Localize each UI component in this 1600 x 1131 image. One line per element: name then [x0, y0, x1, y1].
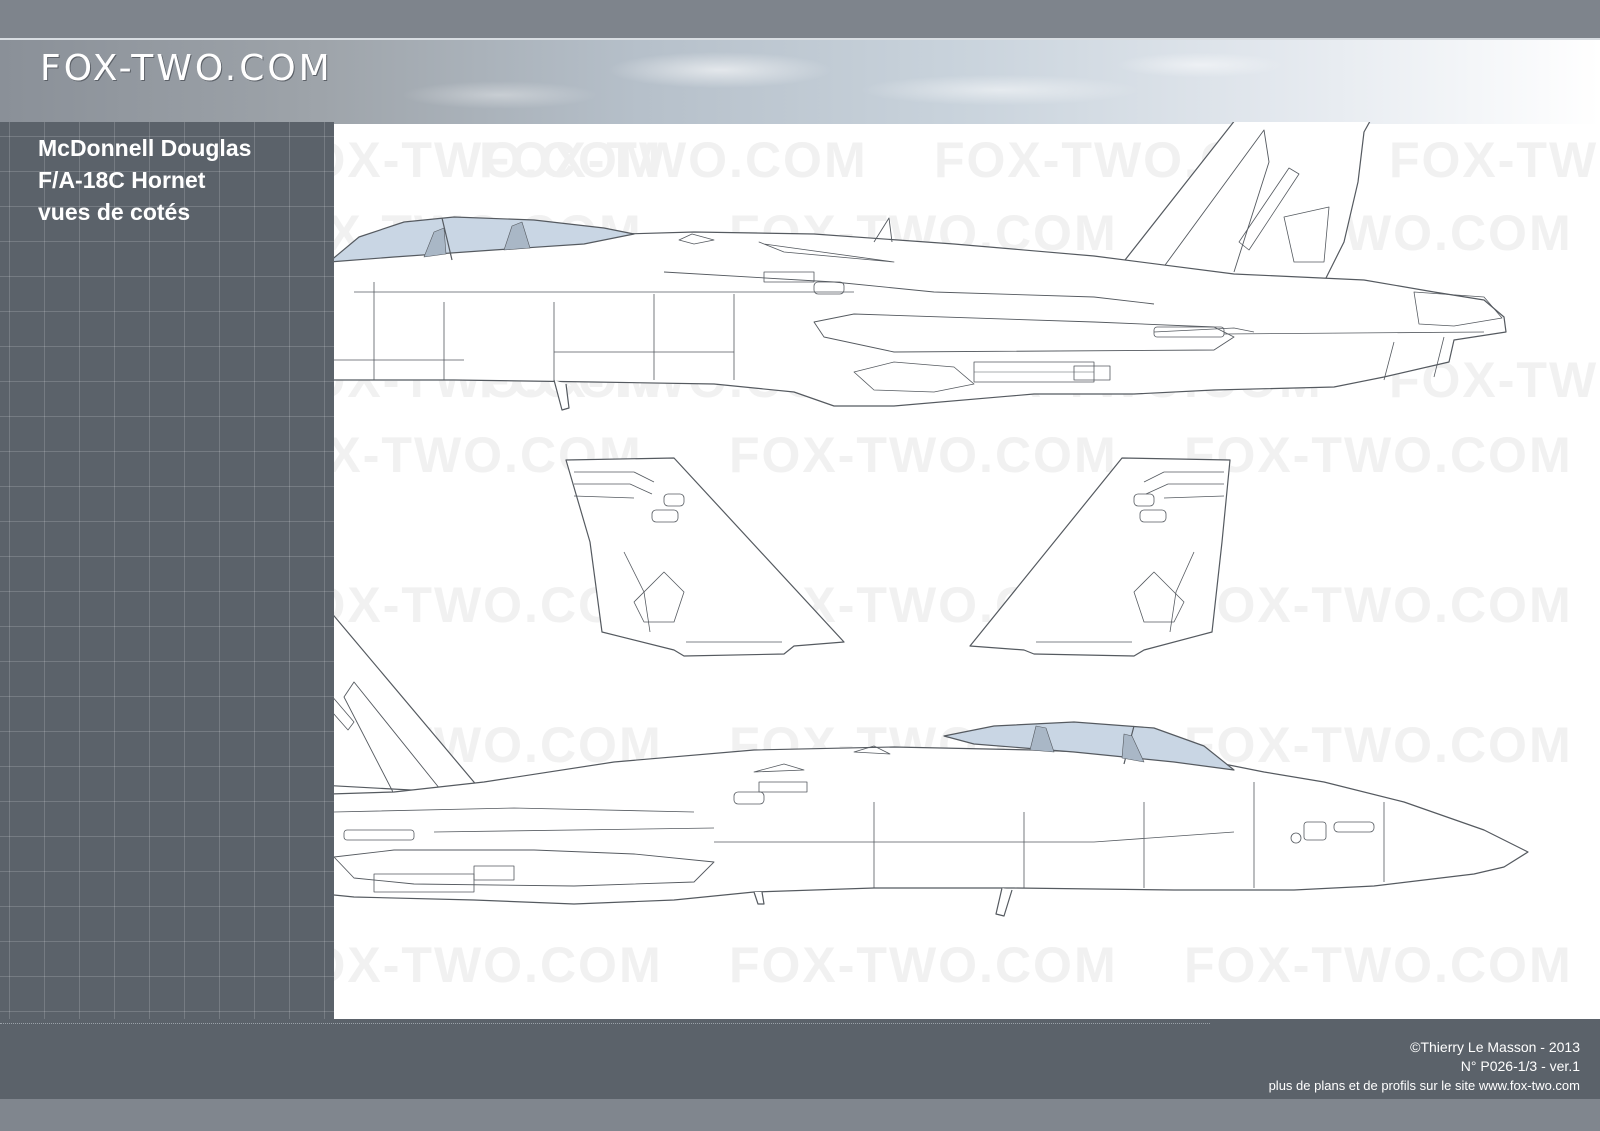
top-bar — [0, 0, 1600, 38]
title-model: F/A-18C Hornet — [38, 167, 206, 193]
blueprint-drawing: FOX-TWO.COM FOX-TWO.COM FOX-TWO.COM FOX-… — [334, 122, 1600, 993]
title-manufacturer: McDonnell Douglas — [38, 135, 252, 161]
jet-side-view-right — [334, 614, 1529, 917]
stabilizer-icon-right — [969, 457, 1231, 657]
header-banner: FOX-TWO.COM — [0, 38, 1600, 124]
grid-panel — [0, 122, 334, 1019]
title-view: vues de cotés — [38, 199, 191, 225]
tail-detail-left — [565, 457, 845, 657]
svg-text:FOX-TWO.COM: FOX-TWO.COM — [479, 132, 868, 188]
copyright-text: ©Thierry Le Masson - 2013 — [1410, 1039, 1580, 1055]
svg-text:FOX-TWO.COM: FOX-TWO.COM — [1184, 937, 1573, 993]
footer-divider — [0, 1023, 1210, 1024]
canopy-icon — [334, 216, 635, 263]
tail-icon — [1113, 122, 1371, 283]
jet-side-view-left — [334, 122, 1507, 411]
svg-text:FOX-TWO.COM: FOX-TWO.COM — [1184, 427, 1573, 483]
bottom-strip — [0, 1099, 1600, 1131]
tail-detail-right — [969, 457, 1231, 657]
svg-text:FOX-TWO.COM: FOX-TWO.COM — [1184, 577, 1573, 633]
svg-text:FOX-TWO.COM: FOX-TWO.COM — [334, 937, 663, 993]
sky-background — [300, 40, 1400, 124]
svg-text:FOX-TWO.COM: FOX-TWO.COM — [729, 937, 1118, 993]
site-logo[interactable]: FOX-TWO.COM — [40, 48, 333, 89]
drawing-title: McDonnell Douglas F/A-18C Hornet vues de… — [38, 132, 251, 228]
svg-text:FOX-TWO.COM: FOX-TWO.COM — [334, 132, 663, 188]
credits-block: ©Thierry Le Masson - 2013 N° P026-1/3 - … — [1269, 1038, 1580, 1095]
reference-number: N° P026-1/3 - ver.1 — [1460, 1058, 1580, 1074]
site-link[interactable]: plus de plans et de profils sur le site … — [1268, 1078, 1580, 1093]
svg-text:FOX-TWO.COM: FOX-TWO.COM — [1184, 717, 1573, 773]
stabilizer-icon — [565, 457, 845, 657]
svg-text:FOX-TWO.COM: FOX-TWO.COM — [1389, 132, 1600, 188]
svg-text:FOX-TWO.COM: FOX-TWO.COM — [729, 427, 1118, 483]
